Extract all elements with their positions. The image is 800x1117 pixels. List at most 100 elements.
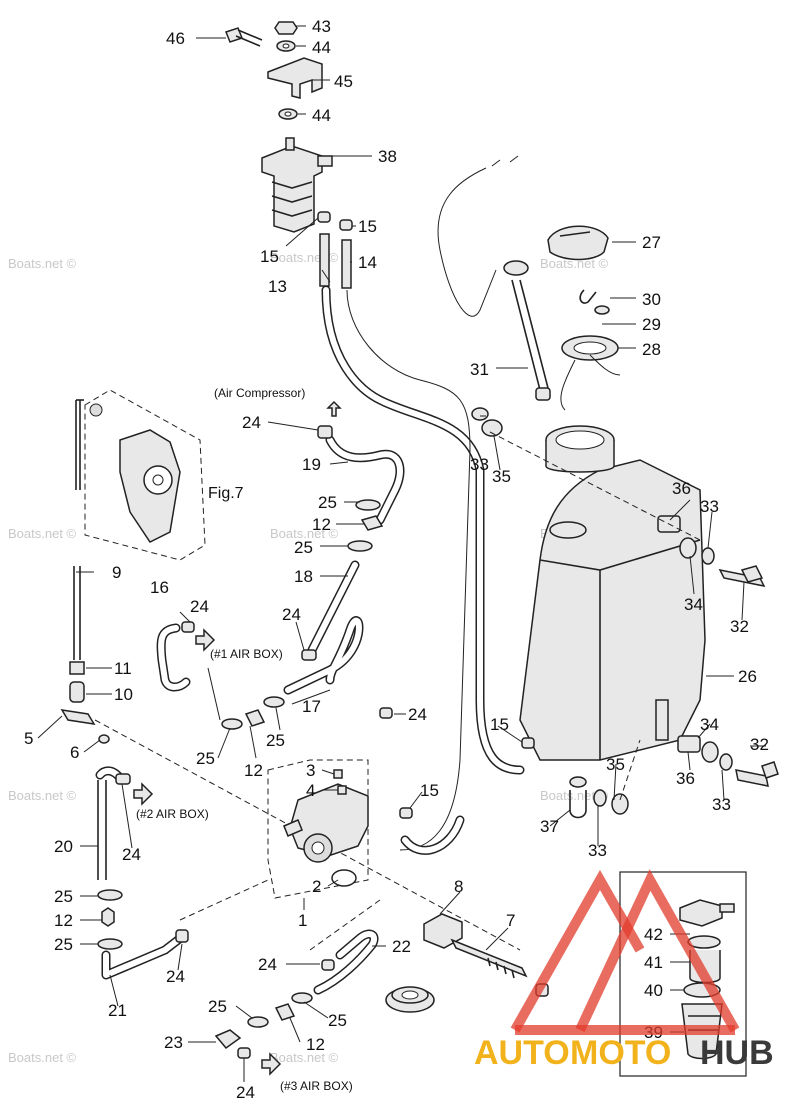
callout-43: 43 [312,17,331,36]
brand-hub: HUB [700,1034,774,1072]
callout-14: 14 [358,253,377,272]
callout-8: 8 [454,877,463,896]
callout-24: 24 [122,845,141,864]
leader-lines [37,25,766,1082]
oil-tank [437,155,779,819]
rod-assembly [60,399,521,951]
callout-23: 23 [164,1033,183,1052]
callout-1: 1 [298,911,307,930]
callout-41: 41 [644,953,663,972]
callout-22: 22 [392,937,411,956]
destination-notes: (Air Compressor) (#1 AIR BOX) (#2 AIR BO… [136,386,353,1093]
note-air-compressor: (Air Compressor) [214,386,305,400]
callout-20: 20 [54,837,73,856]
callout-24: 24 [408,705,427,724]
callout-44: 44 [312,106,331,125]
watermark: Boats.net © [270,1050,339,1065]
callout-46: 46 [166,29,185,48]
callout-35: 35 [492,467,511,486]
watermark: Boats.net © [8,256,77,271]
callout-25: 25 [54,887,73,906]
callout-25: 25 [208,997,227,1016]
callout-36: 36 [676,769,695,788]
callout-2: 2 [312,877,321,896]
callout-9: 9 [112,563,121,582]
callout-12: 12 [54,911,73,930]
callout-19: 19 [302,455,321,474]
callout-25: 25 [294,538,313,557]
automotohub-logo: AUTO MOTO HUB [474,869,774,1072]
fuel-filter-assembly [225,21,353,289]
callout-13: 13 [268,277,287,296]
callout-24: 24 [242,413,261,432]
callout-35: 35 [606,755,625,774]
callout-15: 15 [358,217,377,236]
callout-18: 18 [294,567,313,586]
watermark: Boats.net © [8,526,77,541]
callout-15: 15 [420,781,439,800]
callout-45: 45 [334,72,353,91]
brand-auto: AUTO [474,1034,570,1072]
check-valve-1 [207,667,285,730]
brand-moto: MOTO [570,1034,671,1072]
callout-34: 34 [700,715,719,734]
callout-17: 17 [302,697,321,716]
callout-33: 33 [712,795,731,814]
fig7-label: Fig.7 [208,485,244,502]
callout-38: 38 [378,147,397,166]
callout-21: 21 [108,1001,127,1020]
callout-12: 12 [244,761,263,780]
callout-15: 15 [490,715,509,734]
callout-30: 30 [642,290,661,309]
note-air-box-2: (#2 AIR BOX) [136,807,209,821]
watermark: Boats.net © [8,1050,77,1065]
callout-6: 6 [70,743,79,762]
callout-40: 40 [644,981,663,1000]
callout-26: 26 [738,667,757,686]
callout-25: 25 [328,1011,347,1030]
callout-24: 24 [282,605,301,624]
lower-hoses [95,766,379,1076]
air-hoses [156,400,405,695]
callout-28: 28 [642,340,661,359]
callout-29: 29 [642,315,661,334]
callout-32: 32 [750,735,769,754]
note-air-box-3: (#3 AIR BOX) [280,1079,353,1093]
callout-3: 3 [306,761,315,780]
drive-shaft [385,913,549,1013]
callout-10: 10 [114,685,133,704]
callout-15: 15 [260,247,279,266]
callout-7: 7 [506,911,515,930]
callout-11: 11 [114,659,132,678]
callout-37: 37 [540,817,559,836]
fuel-hoses [321,285,525,855]
watermark: Boats.net © [540,256,609,271]
callout-16: 16 [150,578,169,597]
callout-25: 25 [54,935,73,954]
callout-44: 44 [312,38,331,57]
callout-24: 24 [258,955,277,974]
callout-12: 12 [312,515,331,534]
watermark: Boats.net © [270,526,339,541]
callout-33: 33 [588,841,607,860]
watermark: Boats.net © [540,788,609,803]
note-air-box-1: (#1 AIR BOX) [210,647,283,661]
callout-34: 34 [684,595,703,614]
part-labels: 46 43 44 45 44 38 15 15 14 13 27 30 29 2… [24,17,769,1102]
callout-42: 42 [644,925,663,944]
callout-25: 25 [266,731,285,750]
fuel-pump [179,707,413,951]
callout-25: 25 [318,493,337,512]
callout-32: 32 [730,617,749,636]
callout-24: 24 [190,597,209,616]
callout-36: 36 [672,479,691,498]
fig7-group: Fig.7 [84,389,244,561]
callout-4: 4 [306,781,315,800]
callout-27: 27 [642,233,661,252]
callout-33: 33 [470,455,489,474]
callout-5: 5 [24,729,33,748]
callout-33: 33 [700,497,719,516]
callout-24: 24 [166,967,185,986]
callout-25: 25 [196,749,215,768]
